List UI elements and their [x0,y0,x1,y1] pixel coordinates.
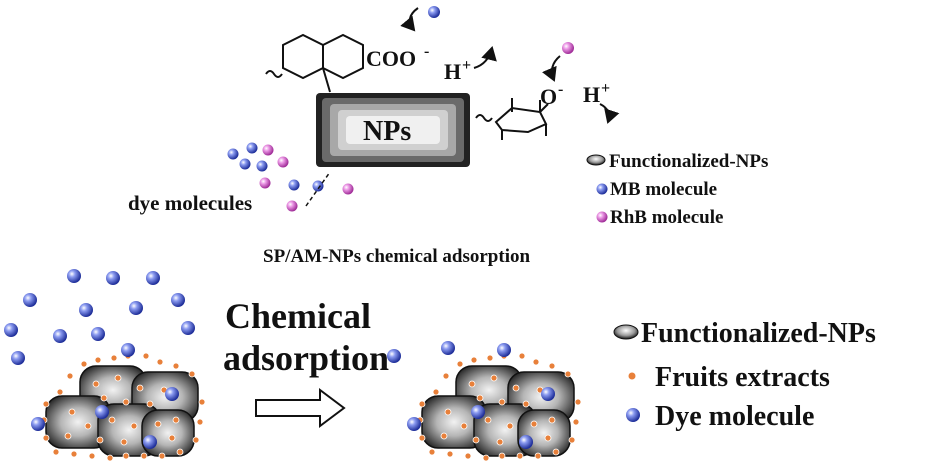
sugar-ring-structure [475,98,549,140]
coo-charge: - [424,43,429,60]
legend-dye-sphere-icon [626,408,640,422]
top-legend-np: Functionalized-NPs [609,151,768,172]
top-legend: Functionalized-NPs MB molecule RhB molec… [586,151,768,228]
adsorbed-dye-right [407,343,555,449]
legend-fruit-extract-icon [628,372,636,380]
bottom-legend-np: Functionalized-NPs [641,318,876,349]
proton-left-charge: + [462,57,471,74]
np-core-label: NPs [363,116,411,147]
top-legend-rhb: RhB molecule [610,207,723,228]
top-legend-mb: MB molecule [610,179,717,200]
proton-right-charge: + [601,80,610,97]
legend-rhb-sphere-icon [596,211,608,223]
legend-np-capsule-icon-large [613,324,639,340]
top-caption: SP/AM-NPs chemical adsorption [263,246,530,267]
proton-left-label: H [444,59,461,84]
dye-molecule-cluster [227,142,354,212]
rhb-approach-arrow [541,55,561,82]
fused-ring-structure [265,33,364,93]
free-dye-spheres-right [387,341,455,363]
proton-left-arrow [473,46,497,69]
oxygen-label: O [540,84,557,109]
mb-sphere [428,6,440,18]
process-arrow [255,388,346,428]
free-dye-spheres-left [4,269,195,365]
rhb-sphere [562,42,574,54]
dye-molecules-label: dye molecules [128,191,252,215]
coo-group-label: COO [366,46,416,71]
adsorbed-dye-left [31,343,179,449]
bottom-legend-fruit: Fruits extracts [655,362,830,393]
bottom-legend: Functionalized-NPs Fruits extracts Dye m… [613,318,876,432]
fruit-extract-dots-right [416,352,582,462]
dye-approach-arrow [400,7,419,32]
np-core-block [316,93,470,167]
proton-right-arrow [599,103,620,124]
oxygen-charge: - [558,81,563,98]
process-label-line1: Chemical [225,296,371,336]
legend-mb-sphere-icon [596,183,608,195]
fruit-extract-dots-left [40,352,206,462]
process-label-line2: adsorption [223,338,389,378]
bottom-legend-dye: Dye molecule [655,401,814,432]
proton-right-label: H [583,82,600,107]
legend-np-capsule-icon [586,154,606,166]
